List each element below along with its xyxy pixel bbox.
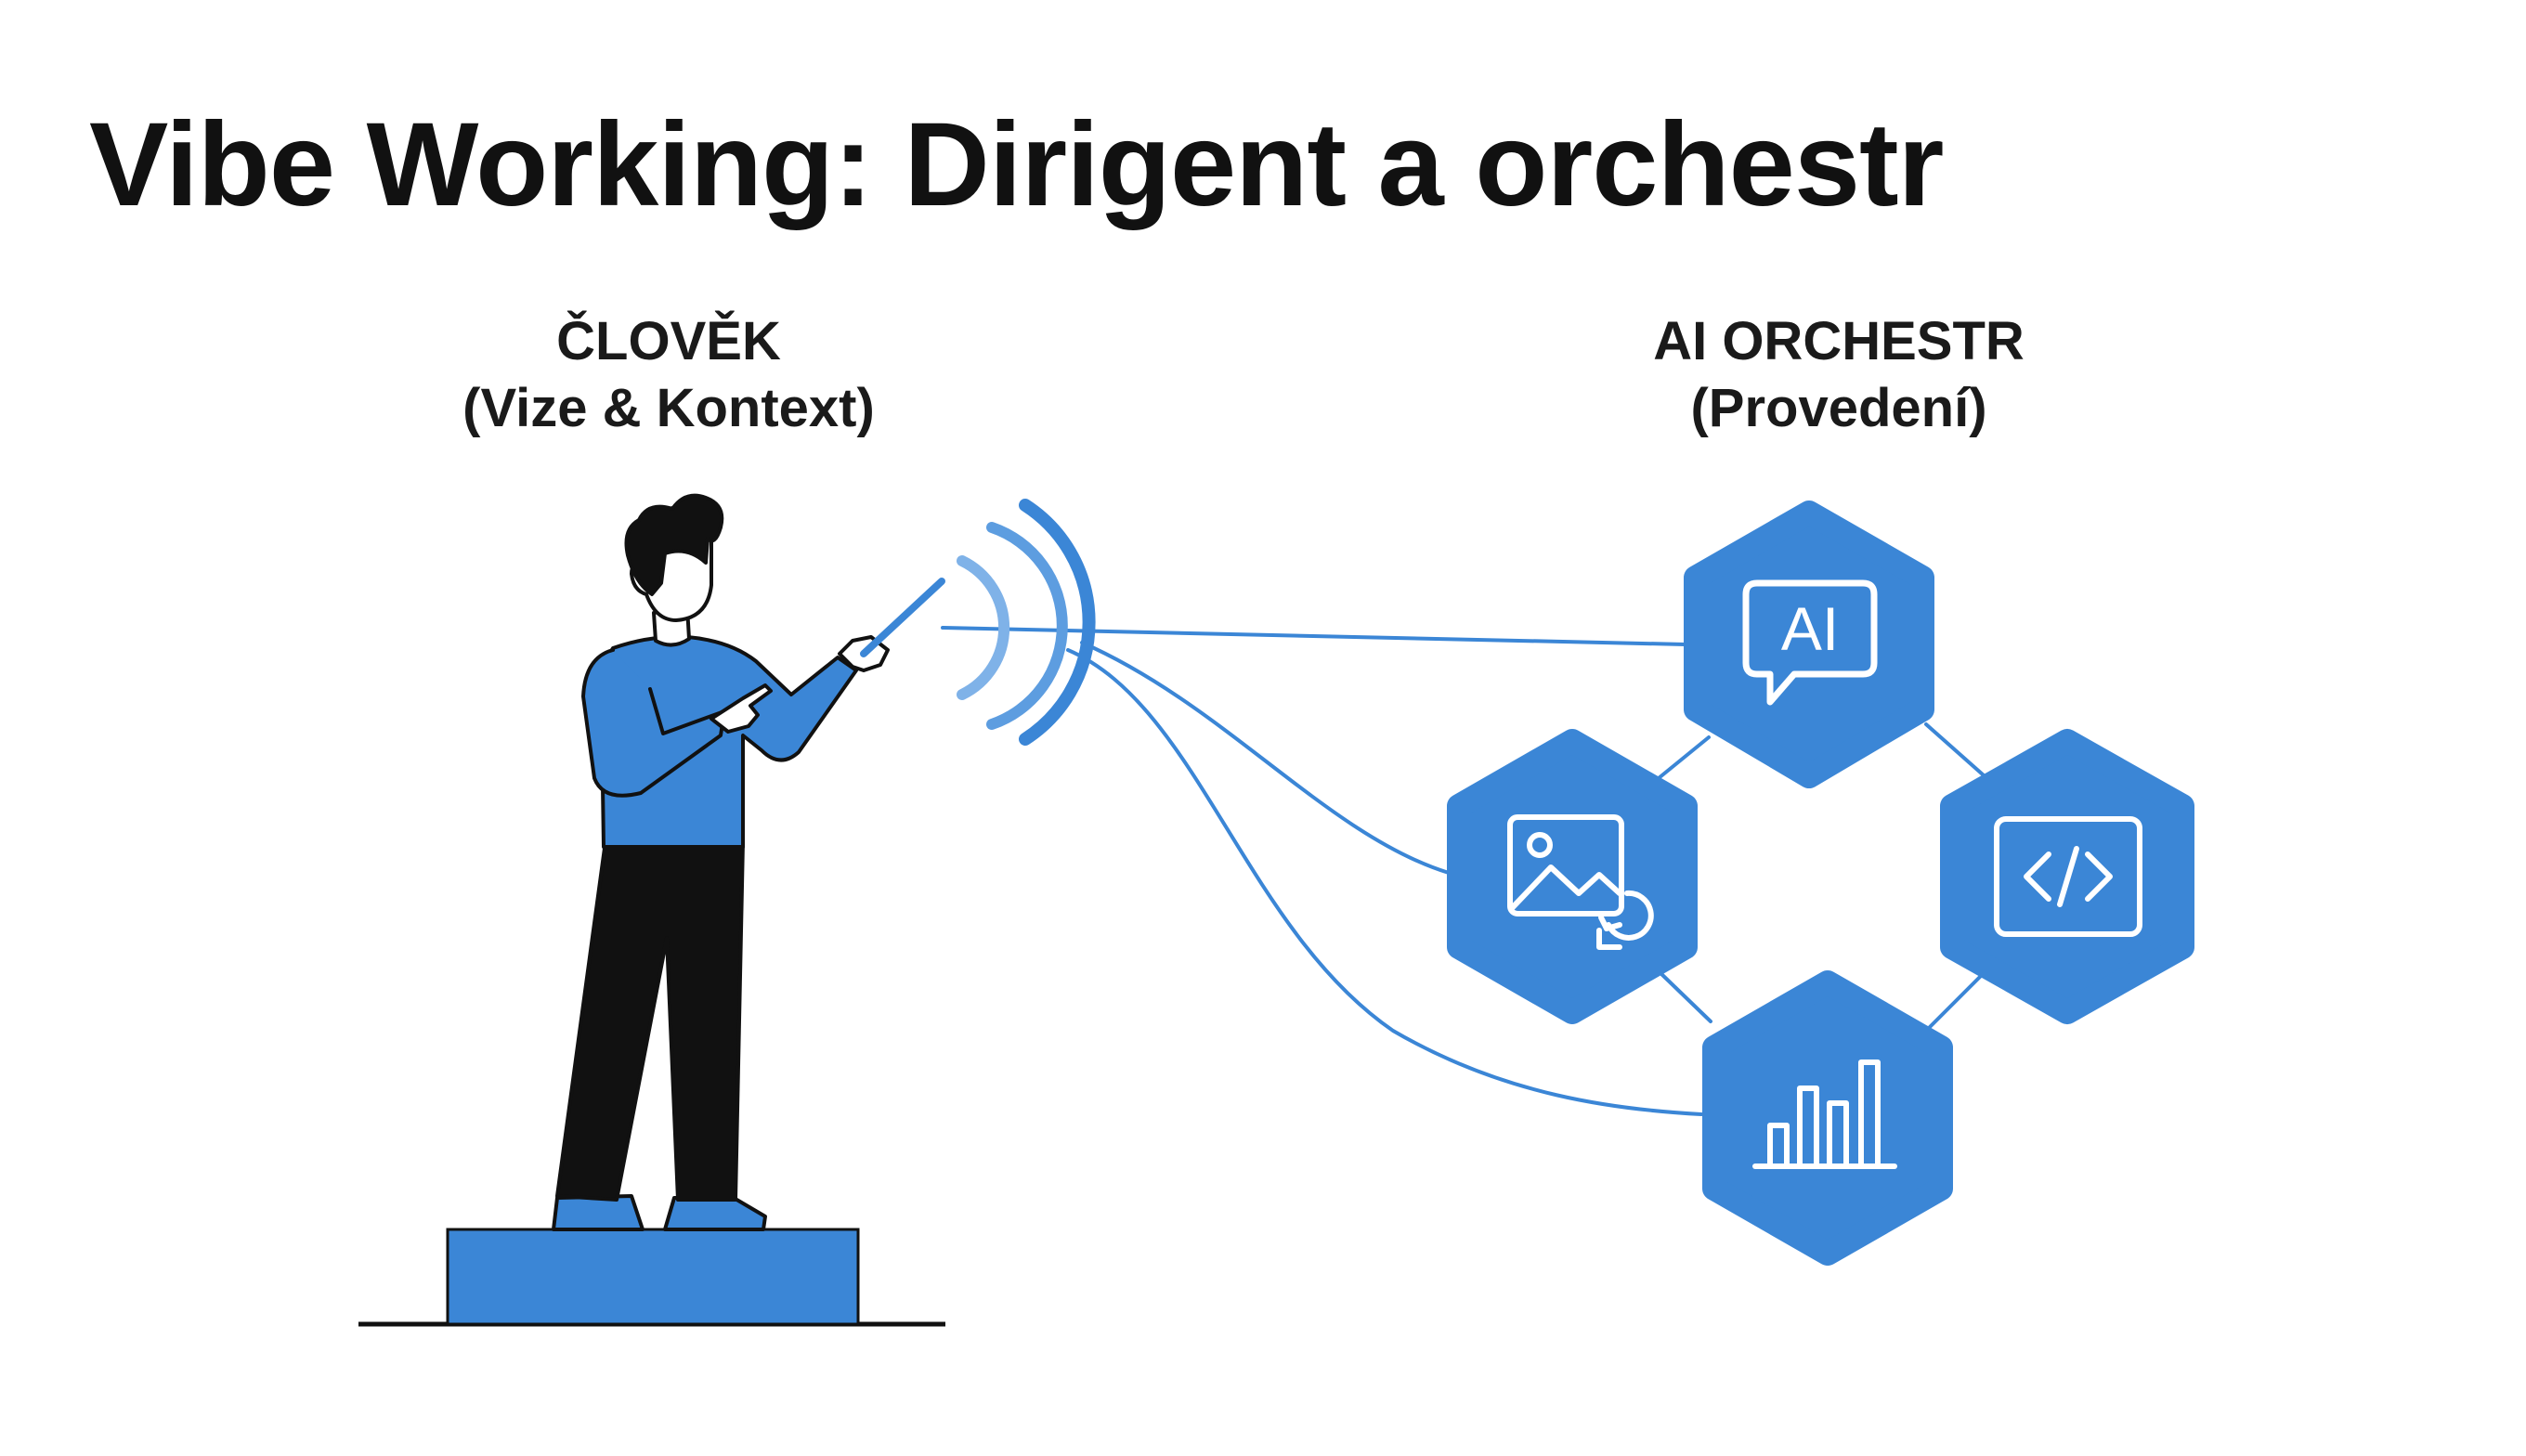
podium [448, 1229, 858, 1324]
right-shoe [665, 1198, 765, 1229]
pants [557, 841, 743, 1200]
connection-to-image-node [1082, 643, 1449, 873]
link-ai-image [1659, 737, 1709, 778]
link-ai-code [1926, 724, 1984, 775]
conductor-figure [553, 496, 942, 1229]
baton [864, 581, 942, 654]
ai-icon-text: AI [1781, 594, 1839, 663]
link-code-chart [1930, 971, 1986, 1027]
link-image-chart [1659, 971, 1711, 1021]
signal-waves [962, 505, 1089, 739]
image-node [1459, 741, 1686, 1012]
connection-to-ai-node [943, 628, 1686, 644]
left-shoe [553, 1196, 643, 1229]
